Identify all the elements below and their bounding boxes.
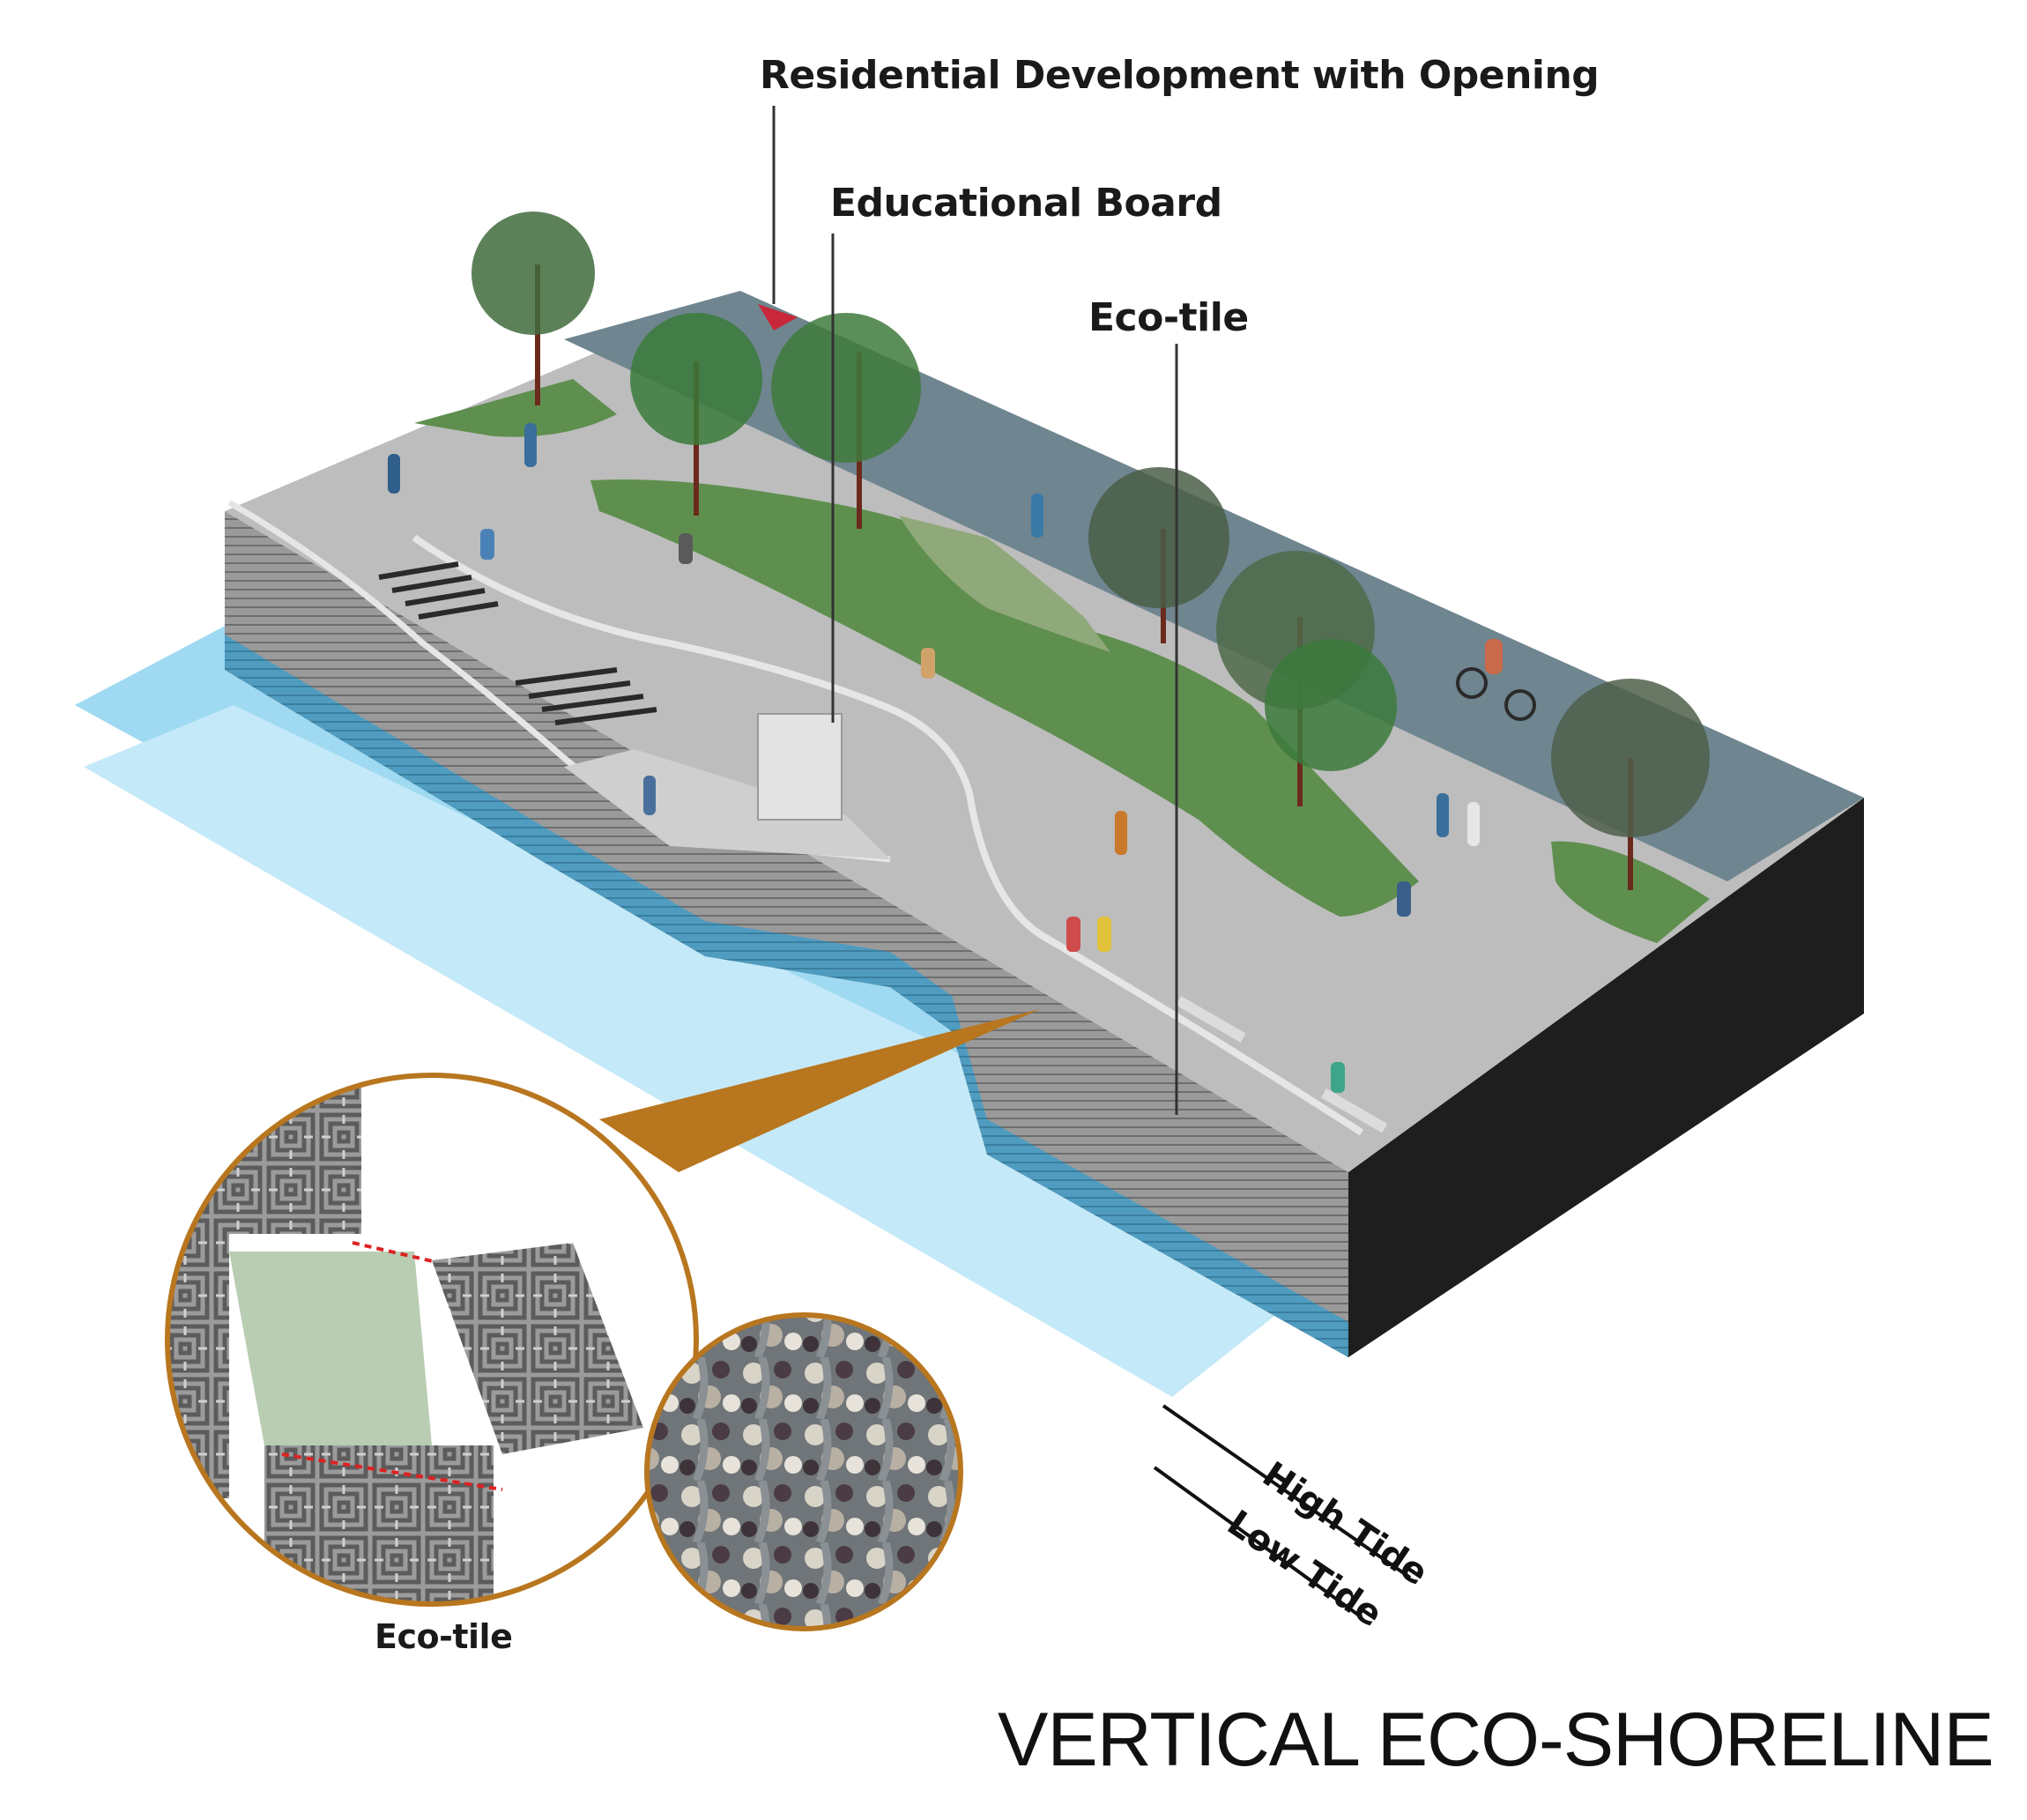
people [388, 423, 1480, 1093]
label-eco-tile: Eco-tile [1088, 295, 1249, 340]
high-tide-line [1162, 1404, 1412, 1579]
railing [412, 534, 1364, 1136]
label-eco-tile-detail: Eco-tile [375, 1617, 513, 1656]
seawall-face [225, 511, 1348, 1357]
label-residential-development: Residential Development with Opening [760, 53, 1600, 98]
tree [1551, 679, 1710, 890]
stairs [378, 561, 657, 725]
grass-bed-back [414, 379, 617, 437]
residential-opening-marker [758, 304, 798, 331]
low-tide-line [1153, 1466, 1363, 1619]
tree [771, 313, 921, 529]
bench [1321, 1088, 1388, 1133]
seawall-face-submerged [225, 635, 1348, 1357]
bench [1176, 996, 1246, 1043]
water-plane-low-tide [84, 705, 1362, 1397]
callout-wedge [599, 1009, 1040, 1172]
tree [1216, 551, 1397, 806]
label-educational-board: Educational Board [830, 181, 1222, 226]
tree [471, 212, 595, 405]
block-side-face [1348, 798, 1864, 1357]
tree [630, 313, 762, 516]
grass-bed-inner [899, 516, 1110, 652]
grass-bed-front [1551, 841, 1710, 943]
tree [1088, 467, 1229, 643]
diagram-title: VERTICAL ECO-SHORELINE [998, 1697, 1994, 1782]
educational-board [757, 713, 843, 821]
oyster-detail-circle [644, 1312, 963, 1631]
cyclist [1456, 639, 1536, 721]
grass-bed-main [590, 479, 1419, 917]
eco-tile-zoom-circle [165, 1073, 699, 1607]
